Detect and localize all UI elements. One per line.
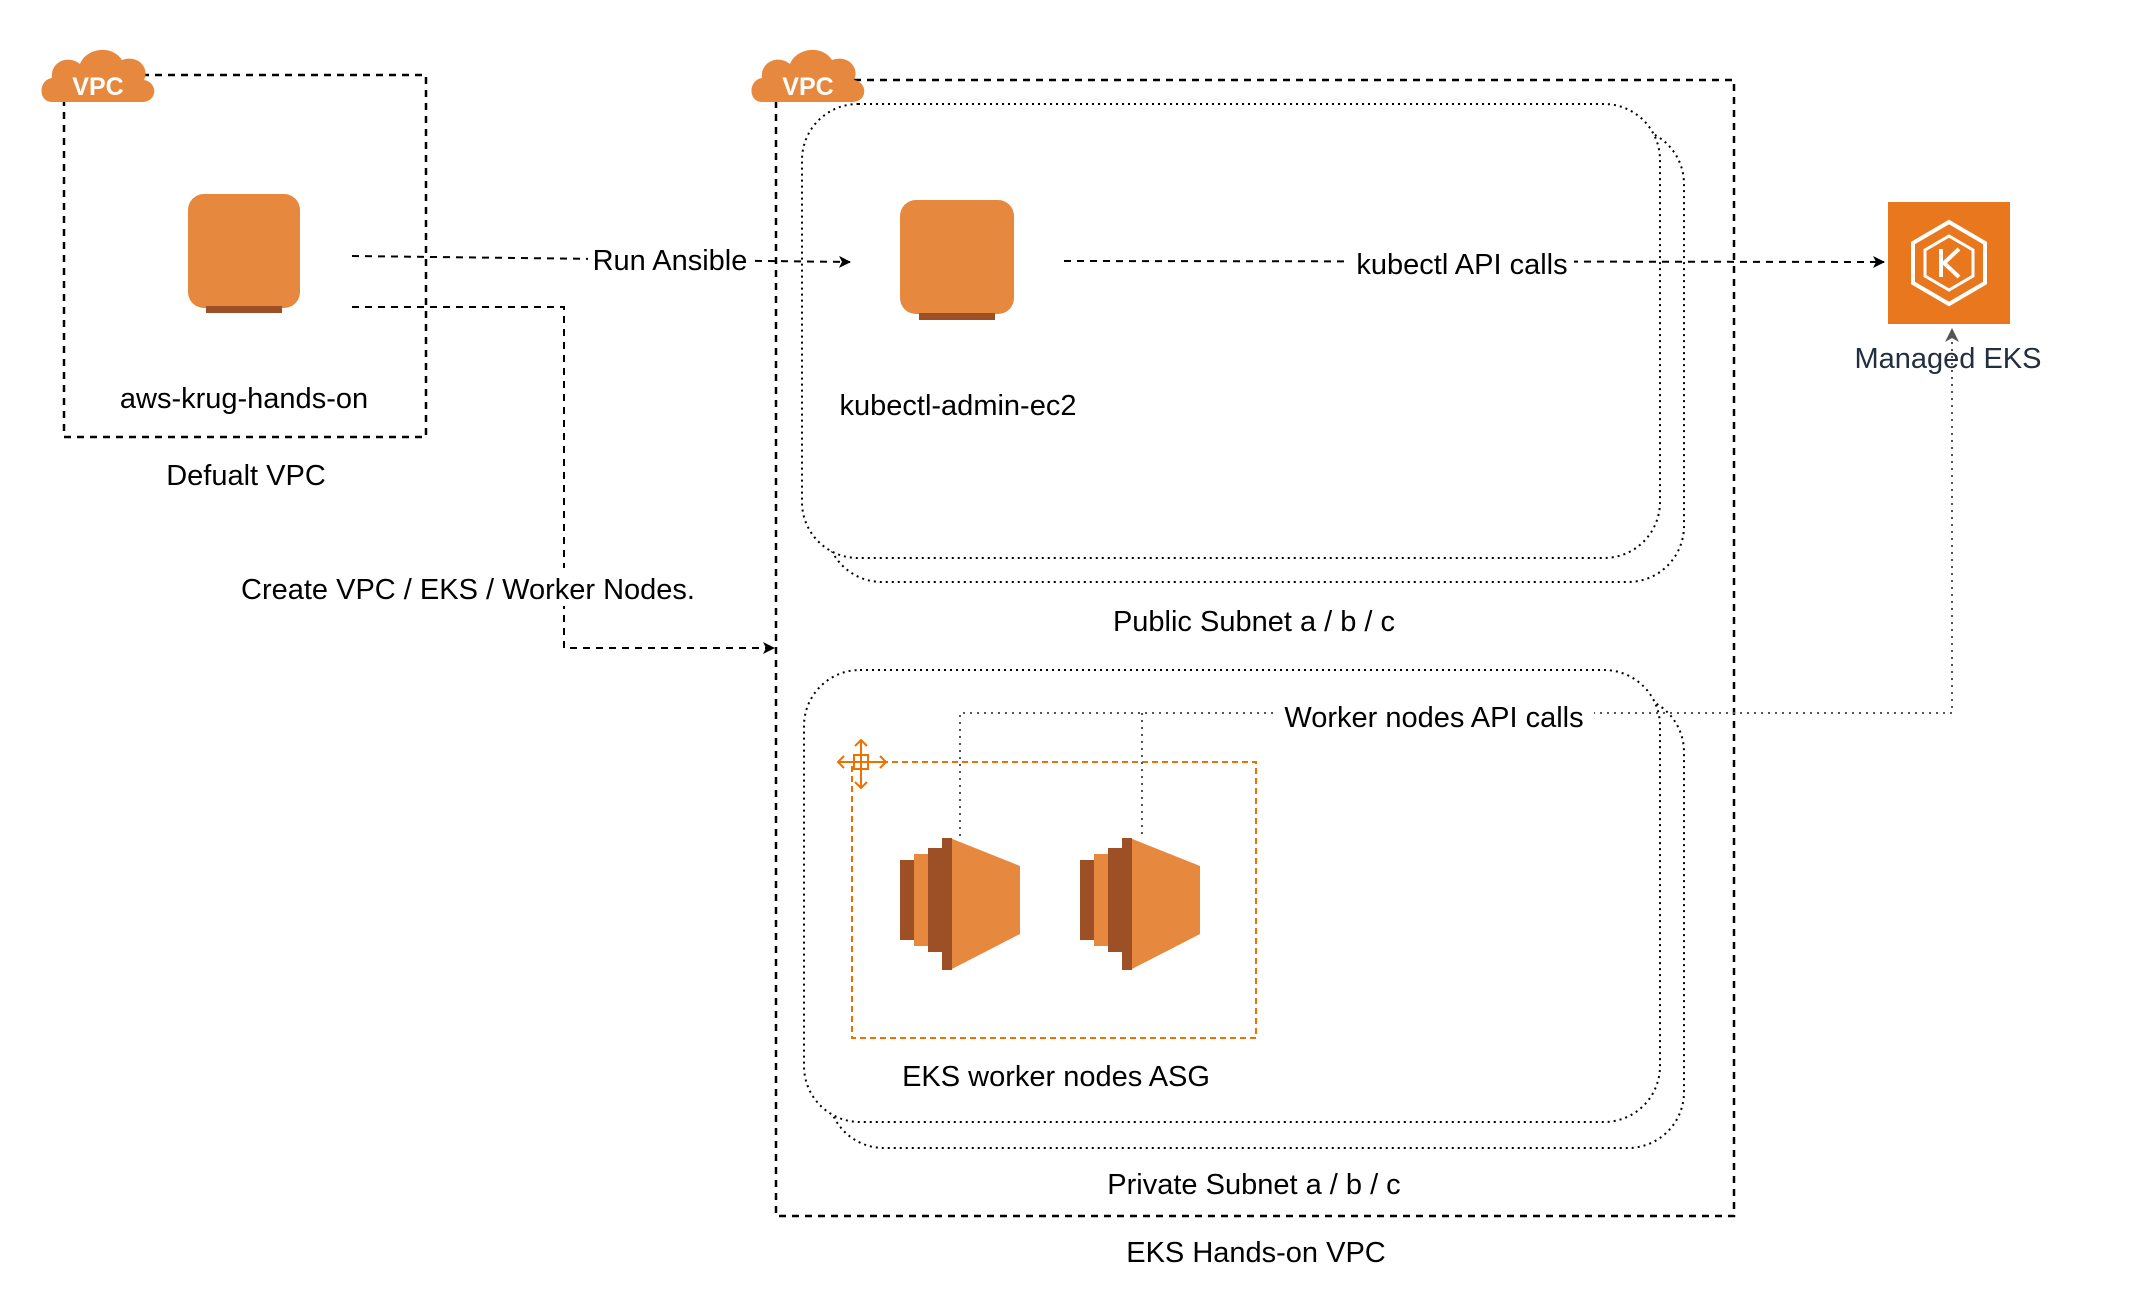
ec2-instance-icon [188, 194, 300, 313]
ec2-instance-icon [900, 200, 1014, 320]
vpc-cloud-icon: VPC [751, 49, 865, 102]
managed-eks-label: Managed EKS [1854, 343, 2041, 375]
eks-vpc-badge: VPC [782, 73, 833, 101]
worker-nodes-asg: EKS worker nodes ASG [836, 738, 1257, 1093]
auto-scaling-group-icon [836, 738, 888, 790]
default-vpc-badge: VPC [72, 73, 123, 101]
ec2-compute-icon [900, 838, 1020, 970]
eks-vpc-group: VPC kubectl-admin-ec2 Public Subnet a / … [751, 49, 1736, 1269]
eks-vpc-boundary [774, 78, 1736, 1218]
kubectl-label: kubectl API calls [1356, 249, 1567, 281]
worker-calls-label: Worker nodes API calls [1284, 702, 1583, 734]
public-subnet: kubectl-admin-ec2 Public Subnet a / b / … [801, 103, 1685, 638]
managed-eks: Managed EKS [1854, 202, 2042, 375]
private-subnet: EKS worker nodes ASG Private Subnet a / … [803, 669, 1685, 1201]
public-subnet-box [801, 103, 1661, 559]
create-label: Create VPC / EKS / Worker Nodes. [241, 574, 695, 606]
public-subnet-title: Public Subnet a / b / c [1113, 606, 1395, 638]
kubectl-edge [1063, 255, 1885, 268]
private-subnet-title: Private Subnet a / b / c [1107, 1169, 1400, 1201]
public-instance-label: kubectl-admin-ec2 [840, 390, 1077, 422]
eks-vpc-title: EKS Hands-on VPC [1126, 1237, 1386, 1269]
asg-boundary [851, 761, 1257, 1039]
default-vpc-title: Defualt VPC [166, 460, 326, 492]
eks-service-icon [1888, 202, 2010, 324]
create-edge [352, 306, 775, 654]
private-subnet-box [803, 669, 1661, 1123]
ec2-compute-icon [1080, 838, 1200, 970]
vpc-cloud-icon: VPC [41, 49, 155, 102]
default-vpc-group: VPC aws-krug-hands-on Defualt VPC [41, 49, 428, 492]
default-instance-label: aws-krug-hands-on [120, 383, 368, 415]
default-vpc-boundary [62, 73, 428, 439]
connectors: Run Ansible kubectl API calls Create VPC… [226, 240, 1959, 836]
run-ansible-label: Run Ansible [593, 245, 748, 277]
asg-label: EKS worker nodes ASG [902, 1061, 1210, 1093]
